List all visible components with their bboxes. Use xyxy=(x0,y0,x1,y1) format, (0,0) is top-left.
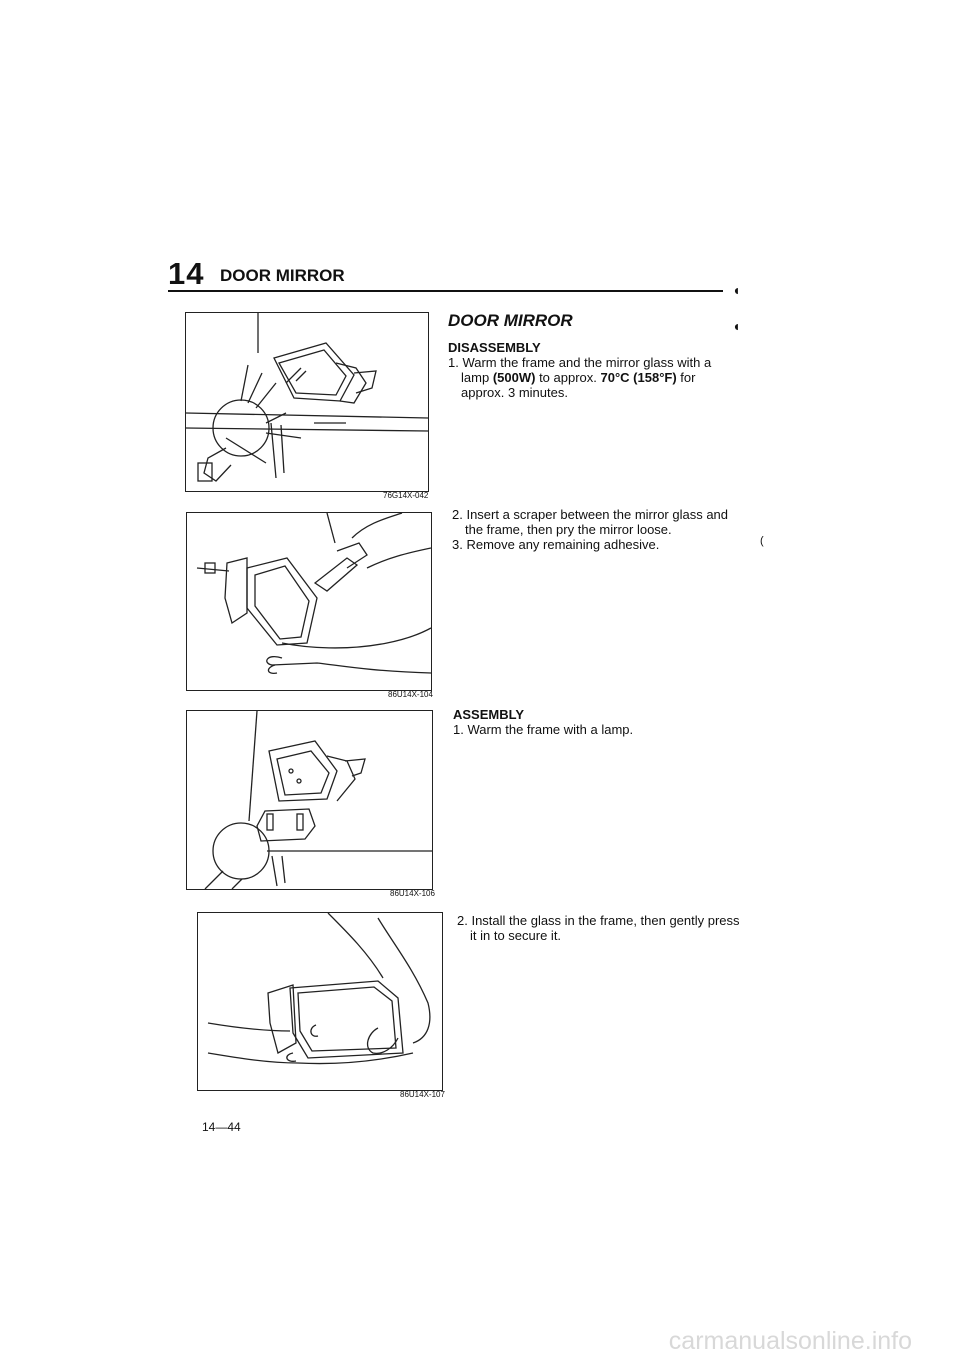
assembly-block: ASSEMBLY 1. Warm the frame with a lamp. xyxy=(453,707,738,737)
assembly-heading: ASSEMBLY xyxy=(453,707,525,722)
disassembly-block: DISASSEMBLY 1. Warm the frame and the mi… xyxy=(448,340,738,400)
disassembly-step-1: 1. Warm the frame and the mirror glass w… xyxy=(448,355,738,400)
disassembly-steps-2-3: 2. Insert a scraper between the mirror g… xyxy=(452,507,737,552)
header-rule xyxy=(168,290,723,292)
section-number: 14 xyxy=(168,256,205,291)
illustration-scraper-and-hands xyxy=(196,513,431,675)
illustration-lamp-and-mirror xyxy=(186,313,428,482)
figure-code: 86U14X-104 xyxy=(388,690,433,699)
header-title: DOOR MIRROR xyxy=(220,266,345,285)
step-1-suffix: for approx. 3 minutes. xyxy=(461,370,696,400)
illustration-lamp-and-frame xyxy=(204,711,432,889)
step-1-mid: to approx. xyxy=(539,370,597,385)
disassembly-step-3: 3. Remove any remaining adhesive. xyxy=(452,537,660,552)
figure-code: 76G14X-042 xyxy=(383,491,429,500)
assembly-step-2: 2. Install the glass in the frame, then … xyxy=(457,913,740,943)
assembly-step-2-block: 2. Install the glass in the frame, then … xyxy=(457,913,742,943)
lamp-wattage: (500W) xyxy=(492,370,536,385)
disassembly-heading: DISASSEMBLY xyxy=(448,340,541,355)
page-number: 14—44 xyxy=(202,1120,241,1134)
figure-code: 86U14X-106 xyxy=(390,889,435,898)
illustration-hands-pressing-glass xyxy=(207,913,431,1065)
disassembly-step-2: 2. Insert a scraper between the mirror g… xyxy=(452,507,729,537)
section-title: DOOR MIRROR xyxy=(448,311,573,330)
watermark-text: carmanualsonline.info xyxy=(668,1327,912,1355)
step-1-prefix: 1. Warm the frame and the mirror glass w… xyxy=(448,355,712,385)
binding-mark: ◖ xyxy=(732,318,741,334)
binding-mark: ( xyxy=(760,535,764,547)
figure-lamp-warming-mirror xyxy=(185,312,429,492)
warming-temperature: 70°C (158°F) xyxy=(600,370,677,385)
assembly-step-1: 1. Warm the frame with a lamp. xyxy=(453,722,634,737)
figure-code: 86U14X-107 xyxy=(400,1090,445,1099)
figure-lamp-warming-frame xyxy=(186,710,433,890)
figure-prying-mirror xyxy=(186,512,432,691)
figure-installing-glass xyxy=(197,912,443,1091)
binding-mark: ◖ xyxy=(732,282,741,298)
footer-band xyxy=(0,1327,960,1357)
